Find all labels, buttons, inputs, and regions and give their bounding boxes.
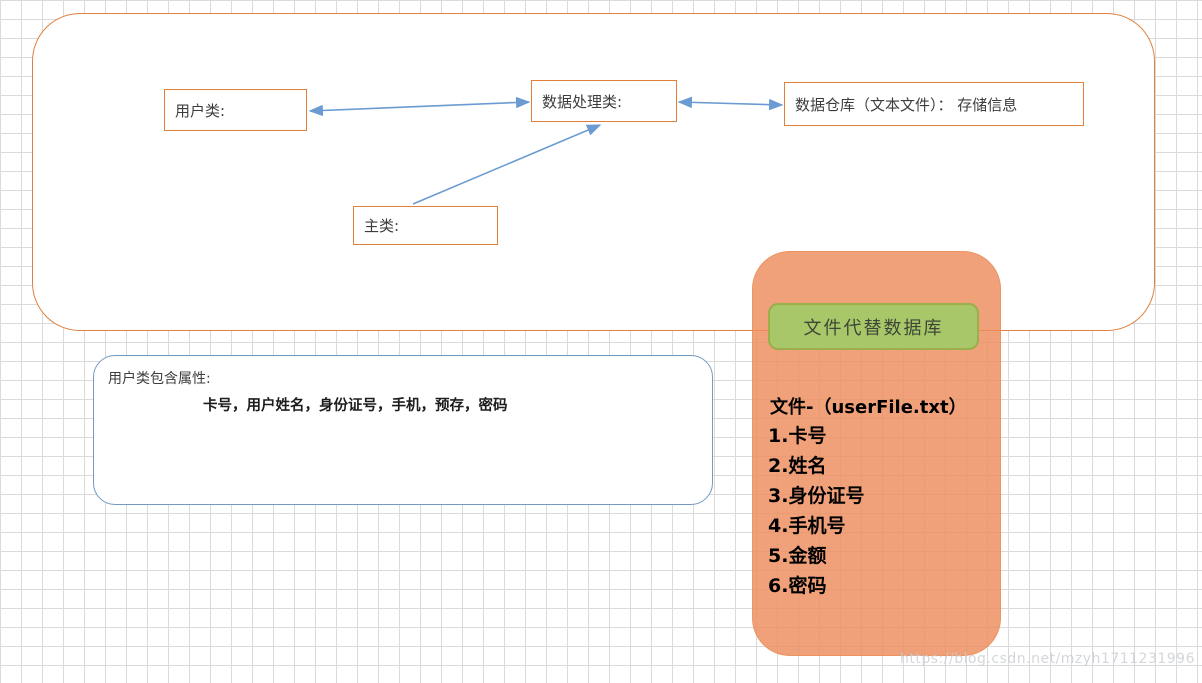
- file-db-panel-header-label: 文件代替数据库: [803, 317, 944, 339]
- file-db-panel-header: 文件代替数据库: [768, 303, 979, 350]
- node-data-warehouse: 数据仓库（文本文件）： 存储信息: [784, 82, 1084, 126]
- node-data-processing-class: 数据处理类:: [531, 80, 677, 122]
- node-data-warehouse-label: 数据仓库（文本文件）： 存储信息: [795, 95, 1018, 114]
- node-user-class: 用户类:: [164, 89, 307, 131]
- watermark-url: https://blog.csdn.net/mzyh1711231996: [900, 651, 1195, 667]
- file-field-item: 6.密码: [768, 575, 827, 597]
- user-class-attributes-note: 用户类包含属性: 卡号，用户姓名，身份证号，手机，预存，密码: [93, 355, 713, 505]
- file-name-title: 文件-（userFile.txt）: [770, 397, 967, 418]
- node-main-class-label: 主类:: [364, 217, 400, 235]
- file-field-item: 5.金额: [768, 545, 827, 567]
- file-field-list: 1.卡号 2.姓名 3.身份证号 4.手机号 5.金额 6.密码: [768, 421, 988, 601]
- file-field-item: 2.姓名: [768, 455, 827, 477]
- node-data-processing-class-label: 数据处理类:: [542, 92, 623, 111]
- node-main-class: 主类:: [353, 206, 498, 245]
- attributes-note-list: 卡号，用户姓名，身份证号，手机，预存，密码: [203, 398, 508, 414]
- file-field-item: 3.身份证号: [768, 485, 865, 507]
- file-field-item: 1.卡号: [768, 425, 827, 447]
- file-field-item: 4.手机号: [768, 515, 846, 537]
- node-user-class-label: 用户类:: [175, 101, 226, 120]
- attributes-note-title: 用户类包含属性:: [108, 371, 211, 387]
